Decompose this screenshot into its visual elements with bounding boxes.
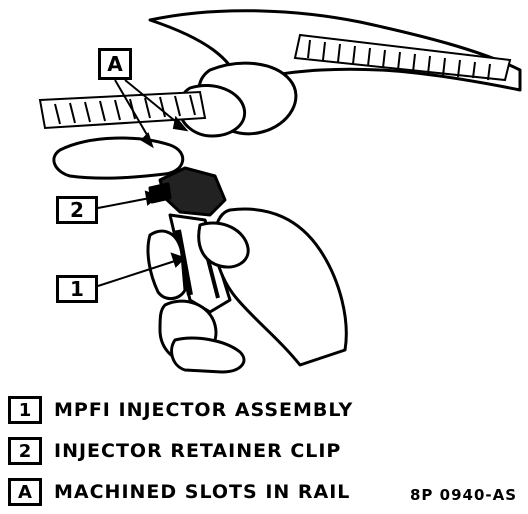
- legend-label: MPFI INJECTOR ASSEMBLY: [54, 399, 354, 421]
- legend-key: 2: [18, 440, 32, 462]
- lower-hand-drawing: [146, 207, 348, 374]
- callout-1: 1: [56, 275, 98, 303]
- legend-key-box: 2: [8, 437, 42, 465]
- callout-a-label: A: [107, 52, 123, 76]
- callout-2-label: 2: [70, 198, 84, 222]
- callout-a: A: [98, 48, 132, 80]
- callout-2: 2: [56, 196, 98, 224]
- leader-lines: [97, 79, 189, 287]
- legend-key: A: [18, 481, 32, 503]
- legend-key-box: A: [8, 478, 42, 506]
- legend-label: MACHINED SLOTS IN RAIL: [54, 481, 351, 503]
- legend-item-1: 1 MPFI INJECTOR ASSEMBLY: [8, 396, 353, 424]
- callout-1-label: 1: [70, 277, 84, 301]
- legend-label: INJECTOR RETAINER CLIP: [54, 440, 342, 462]
- legend-item-2: 2 INJECTOR RETAINER CLIP: [8, 437, 341, 465]
- fuel-rail-drawing: [38, 33, 512, 130]
- legend-key: 1: [18, 399, 32, 421]
- legend-key-box: 1: [8, 396, 42, 424]
- figure-id: 8P 0940-AS: [410, 486, 518, 504]
- legend-item-a: A MACHINED SLOTS IN RAIL: [8, 478, 350, 506]
